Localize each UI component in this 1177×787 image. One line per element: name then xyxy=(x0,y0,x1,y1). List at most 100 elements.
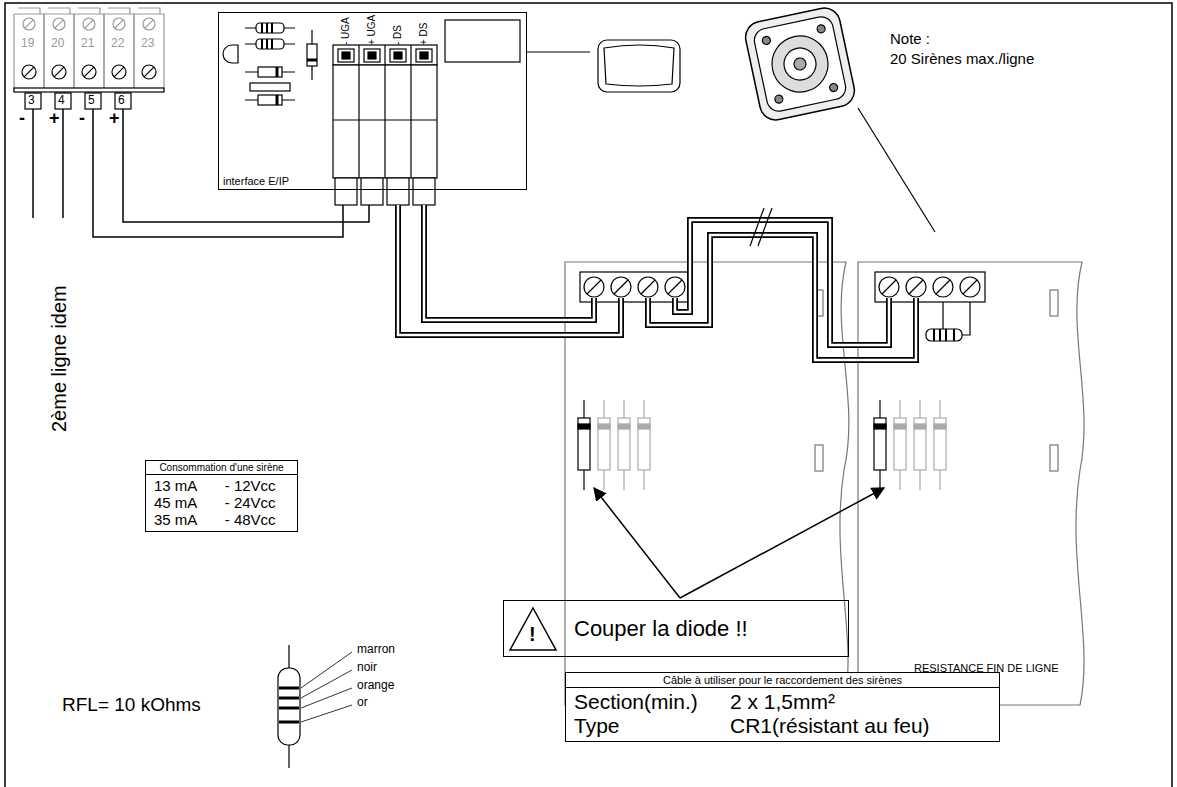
label: 19 xyxy=(21,37,34,51)
screw-slot xyxy=(145,20,153,28)
interface-components xyxy=(250,83,290,91)
end-of-line-resistor xyxy=(926,302,970,341)
label: 6 xyxy=(118,94,125,108)
connector-slot xyxy=(416,49,432,62)
interface-components xyxy=(276,95,279,105)
warning-box: Couper la diode !! xyxy=(503,600,849,657)
diode-band xyxy=(578,424,590,429)
screw xyxy=(584,277,604,297)
diode-band xyxy=(894,424,906,429)
cable-wire xyxy=(648,235,916,360)
screw xyxy=(143,18,155,30)
box-text: interface E/IP xyxy=(223,175,522,187)
interface-components xyxy=(262,39,272,49)
siren-picture xyxy=(816,24,825,33)
board-terminal xyxy=(580,272,690,302)
vertical-label: - DS xyxy=(392,25,404,45)
diode-body xyxy=(578,418,590,470)
terminal-rib xyxy=(104,8,134,90)
table-cell: - 24Vcc xyxy=(225,494,297,511)
label: orange xyxy=(357,679,394,693)
siren-picture xyxy=(767,31,833,97)
screw xyxy=(665,277,685,297)
screw-slot xyxy=(114,67,124,77)
screw xyxy=(142,65,156,79)
label: 22 xyxy=(111,37,124,51)
resistor-symbol xyxy=(278,645,352,768)
warning-triangle xyxy=(510,608,556,650)
vertical-label: - UGA xyxy=(340,17,352,45)
cable-core xyxy=(648,235,916,360)
connector-terminal xyxy=(413,178,435,205)
connector-slot xyxy=(390,49,406,62)
screw xyxy=(22,65,36,79)
terminal-wires xyxy=(62,109,64,218)
screw xyxy=(906,277,926,297)
screw-slot xyxy=(882,280,896,294)
screw-slot xyxy=(144,67,154,77)
pointer-arrow xyxy=(680,488,884,598)
connector-pin xyxy=(420,52,428,59)
interface-components xyxy=(258,95,282,105)
terminal-base xyxy=(14,88,164,92)
diode-body xyxy=(934,418,946,470)
interface-components xyxy=(245,28,312,100)
siren-cable xyxy=(398,205,916,360)
label: - xyxy=(19,108,25,129)
connector-terminal xyxy=(335,178,357,205)
label: Note : xyxy=(890,30,930,47)
label: noir xyxy=(357,661,377,675)
diode-body xyxy=(618,418,630,470)
table-cell: Type xyxy=(566,714,716,738)
push-button xyxy=(527,40,680,92)
diode-body xyxy=(874,418,886,470)
screw xyxy=(638,277,658,297)
vertical-label: + DS xyxy=(418,22,430,45)
diode-band xyxy=(914,424,926,429)
page-frame xyxy=(5,3,1172,787)
table-heading: Consommation d'une sirène xyxy=(146,461,297,475)
screw xyxy=(960,277,980,297)
board-terminal xyxy=(875,272,985,302)
vertical-label: + UGA xyxy=(366,15,378,45)
interface-components xyxy=(256,39,284,49)
table-cell: 45 mA xyxy=(146,494,211,511)
diode-band xyxy=(618,424,630,429)
cable-break xyxy=(750,208,772,246)
terminal-block xyxy=(14,8,164,109)
siren-board xyxy=(1050,445,1058,471)
cable-wire xyxy=(398,205,621,335)
resistor-symbol xyxy=(301,652,352,722)
terminal-wires xyxy=(33,109,369,237)
diode-band xyxy=(638,424,650,429)
warning-triangle xyxy=(510,608,556,650)
push-button xyxy=(604,45,674,86)
label: RFL= 10 kOhms xyxy=(62,694,201,716)
siren-picture xyxy=(752,15,848,114)
resistor-symbol xyxy=(278,668,300,745)
siren-picture xyxy=(762,36,771,45)
terminal-rib xyxy=(14,8,44,90)
terminal-rib xyxy=(134,8,164,90)
label: 4 xyxy=(58,94,65,108)
terminal-tag xyxy=(85,93,101,109)
terminal-tag xyxy=(55,93,71,109)
diode-body xyxy=(894,418,906,470)
end-of-line-resistor xyxy=(926,329,962,341)
terminal-wires xyxy=(32,109,34,218)
screw xyxy=(83,18,95,30)
cable-wire xyxy=(424,205,594,320)
siren-board xyxy=(565,262,1084,705)
interface-components xyxy=(256,23,284,33)
pointer-arrow xyxy=(594,488,884,598)
data-table: Consommation d'une sirène13 mA- 12Vcc45 … xyxy=(145,460,298,532)
siren-picture xyxy=(793,57,807,71)
screw-slot xyxy=(55,20,63,28)
diode-body xyxy=(638,418,650,470)
siren-board xyxy=(1050,290,1058,316)
cable-break xyxy=(750,208,772,246)
screw-slot xyxy=(668,280,682,294)
screw-slot xyxy=(24,67,34,77)
diode-band xyxy=(598,424,610,429)
